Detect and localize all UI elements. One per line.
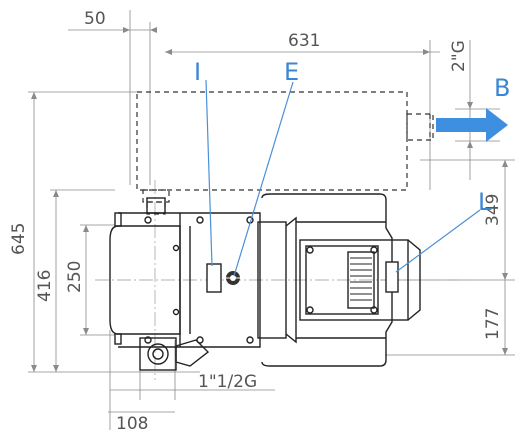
dim-416: 416 (35, 270, 55, 302)
dim-177: 177 (483, 308, 503, 340)
callout-leaders (205, 79, 481, 277)
dim-108: 108 (116, 414, 148, 434)
dim-349: 349 (483, 194, 503, 226)
machine-body (109, 193, 421, 371)
callout-i: I (194, 58, 201, 86)
dim-645: 645 (9, 223, 29, 255)
dim-50: 50 (84, 9, 106, 29)
dashed-outline (136, 91, 434, 215)
center-lines (95, 180, 470, 380)
dimension-lines (28, 10, 515, 430)
dim-2g: 2"G (449, 40, 469, 72)
dimension-arrowheads (31, 27, 508, 372)
flow-arrow (436, 108, 508, 142)
callout-l: L (478, 188, 492, 216)
dim-1-1-2g: 1"1/2G (198, 372, 257, 392)
callout-b: B (494, 74, 510, 102)
dim-250: 250 (65, 261, 85, 293)
callout-e: E (284, 58, 299, 86)
dim-631: 631 (288, 31, 320, 51)
